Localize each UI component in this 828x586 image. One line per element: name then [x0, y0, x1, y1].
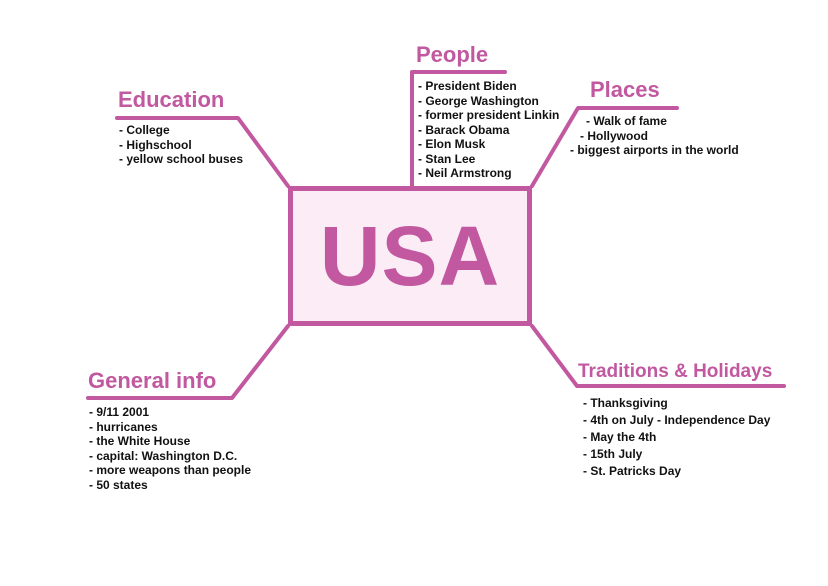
list-item: - Barack Obama: [418, 122, 510, 137]
branch-title-people: People: [416, 42, 489, 67]
list-item: - former president Linkin: [418, 108, 560, 122]
list-education: - College - Highschool - yellow school b…: [119, 123, 243, 167]
list-people: - President Biden - George Washington - …: [418, 79, 559, 181]
list-item: - Hollywood: [580, 128, 648, 143]
list-item: - capital: Washington D.C.: [89, 448, 238, 463]
list-item: - 15th July: [583, 447, 643, 461]
list-item: - President Biden: [418, 79, 517, 93]
list-item: - yellow school buses: [119, 152, 244, 166]
center-title: USA: [319, 209, 501, 303]
list-item: - 4th on July - Independence Day: [583, 413, 771, 427]
list-item: - biggest airports in the world: [570, 143, 739, 157]
list-places: - Walk of fame - Hollywood - biggest air…: [570, 114, 739, 158]
list-item: - 50 states: [89, 477, 148, 492]
connector-places: [530, 106, 679, 188]
branch-title-places: Places: [590, 77, 660, 102]
center-node: USA: [288, 186, 532, 326]
list-item: - Highschool: [119, 137, 192, 152]
list-item: - Thanksgiving: [583, 396, 668, 410]
list-item: - May the 4th: [583, 430, 657, 444]
list-general-info: - 9/11 2001 - hurricanes - the White Hou…: [89, 405, 251, 492]
list-item: - 9/11 2001: [89, 405, 150, 419]
connector-general-info: [86, 324, 290, 400]
list-traditions: - Thanksgiving - 4th on July - Independe…: [583, 395, 770, 480]
connector-education: [115, 116, 290, 188]
connector-people: [410, 70, 507, 188]
list-item: - the White House: [89, 434, 191, 448]
list-item: - Elon Musk: [418, 137, 486, 151]
branch-title-general-info: General info: [88, 368, 217, 393]
list-item: - Stan Lee: [418, 151, 476, 166]
branch-title-traditions: Traditions & Holidays: [578, 361, 773, 382]
connector-traditions: [530, 324, 786, 388]
list-item: - hurricanes: [89, 419, 158, 434]
branch-title-education: Education: [118, 87, 225, 112]
list-item: - more weapons than people: [89, 463, 252, 477]
list-item: - Neil Armstrong: [418, 166, 512, 180]
list-item: - George Washington: [418, 93, 539, 108]
list-item: - College: [119, 123, 170, 137]
list-item: - Walk of fame: [586, 114, 667, 128]
list-item: - St. Patricks Day: [583, 464, 682, 478]
